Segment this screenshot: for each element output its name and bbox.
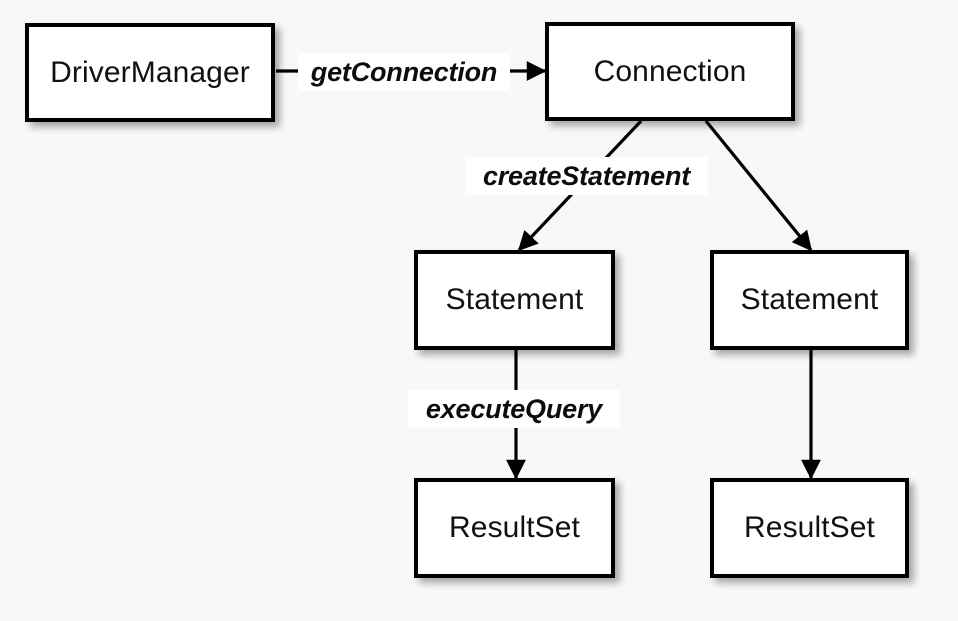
node-label-resultset-left: ResultSet — [449, 511, 580, 544]
node-resultset-left[interactable]: ResultSet — [414, 478, 615, 578]
edge-line-connection-to-statement-right — [704, 119, 813, 252]
edge-label-get-connection: getConnection — [298, 53, 510, 91]
node-label-statement-left: Statement — [445, 283, 584, 316]
edge-label-text-get-connection: getConnection — [310, 56, 498, 87]
node-connection[interactable]: Connection — [545, 22, 795, 121]
edge-label-create-statement: createStatement — [465, 157, 708, 195]
edge-label-execute-query: executeQuery — [408, 390, 620, 428]
node-label-connection: Connection — [593, 54, 747, 88]
edge-label-text-create-statement: createStatement — [482, 160, 691, 191]
node-statement-left[interactable]: Statement — [414, 250, 615, 350]
node-label-statement-right: Statement — [740, 283, 879, 316]
node-label-driver-manager: DriverManager — [50, 55, 250, 89]
edge-label-text-execute-query: executeQuery — [425, 393, 603, 424]
node-resultset-right[interactable]: ResultSet — [710, 478, 909, 578]
node-statement-right[interactable]: Statement — [710, 250, 909, 350]
node-label-resultset-right: ResultSet — [744, 511, 875, 544]
node-driver-manager[interactable]: DriverManager — [25, 23, 275, 122]
